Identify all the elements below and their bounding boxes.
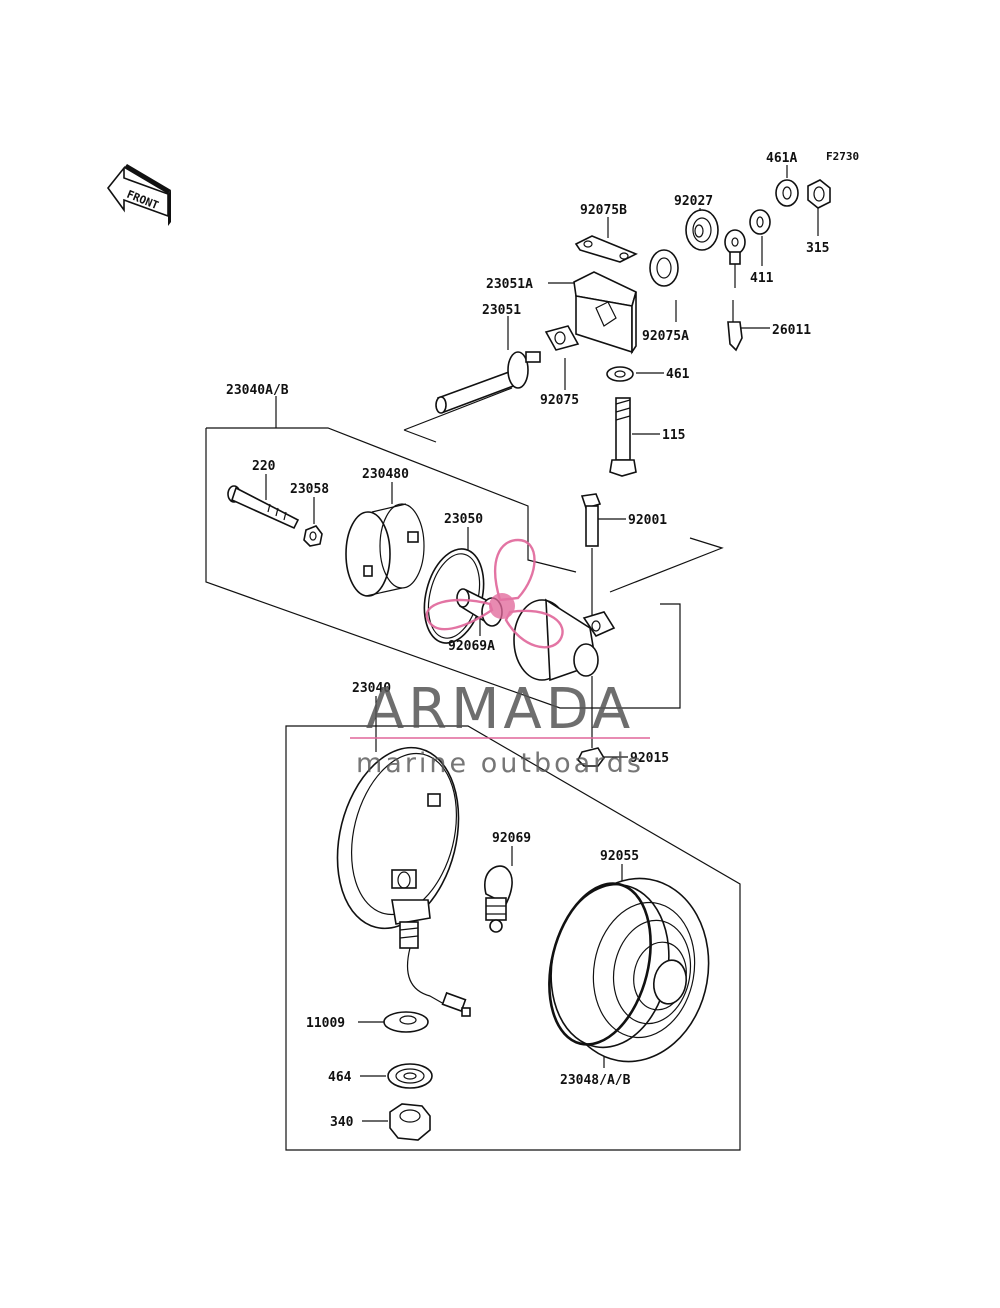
nut-92015-icon — [577, 747, 605, 767]
washer-461-icon — [606, 366, 634, 382]
label-92075A: 92075A — [642, 329, 689, 344]
light-housing-icon — [513, 598, 616, 682]
assembly-outline-lower — [285, 725, 741, 1151]
label-11009: 11009 — [306, 1016, 345, 1031]
label-315: 315 — [806, 241, 829, 256]
rim-230480-icon — [345, 503, 425, 597]
shaft-23051-icon — [435, 351, 541, 414]
watermark-logo-icon — [425, 538, 564, 649]
label-92001: 92001 — [628, 513, 667, 528]
label-23050: 23050 — [444, 512, 483, 527]
label-340: 340 — [330, 1115, 354, 1130]
lamp-body-23040-icon — [336, 746, 471, 1017]
label-411: 411 — [750, 271, 774, 286]
label-220: 220 — [252, 459, 276, 474]
bracket-23051A-icon — [573, 271, 637, 355]
nut-340-icon — [389, 1103, 431, 1141]
diagram-code: F2730 — [826, 150, 859, 163]
washer-11009-icon — [383, 1011, 429, 1033]
grommet-92075A-icon — [649, 249, 679, 287]
label-92069A: 92069A — [448, 639, 495, 654]
leader-lines — [265, 165, 819, 1122]
label-230480: 230480 — [362, 467, 409, 482]
o-ring-23050-icon — [423, 548, 485, 644]
label-92075: 92075 — [540, 393, 579, 408]
label-92055: 92055 — [600, 849, 639, 864]
washer-92075-icon — [544, 325, 580, 351]
label-92069: 92069 — [492, 831, 531, 846]
nut-23058-icon — [303, 525, 323, 547]
label-23040AB: 23040A/B — [226, 383, 289, 398]
lock-washer-464-icon — [387, 1063, 433, 1089]
washer-411-icon — [749, 209, 771, 235]
label-92075B: 92075B — [580, 203, 627, 218]
label-461A: 461A — [766, 151, 797, 166]
lens-23048-icon — [550, 877, 710, 1063]
label-92015: 92015 — [630, 751, 669, 766]
nut-315-icon — [807, 179, 831, 209]
bolt-220-icon — [227, 485, 300, 530]
washer-461A-icon — [775, 179, 799, 207]
front-arrow-icon: FRONT — [106, 164, 171, 226]
bulb-92069-icon — [484, 865, 513, 933]
label-23051A: 23051A — [486, 277, 533, 292]
label-461: 461 — [666, 367, 690, 382]
plate-92075B-icon — [574, 235, 638, 263]
watermark-tagline: marine outboards — [356, 748, 644, 779]
bolt-115-icon — [609, 397, 637, 477]
label-23040: 23040 — [352, 681, 391, 696]
watermark-brand: ARMADA — [366, 677, 634, 742]
label-23051: 23051 — [482, 303, 521, 318]
label-23048AB: 23048/A/B — [560, 1073, 631, 1088]
label-464: 464 — [328, 1070, 352, 1085]
gasket-92055-icon — [548, 882, 652, 1046]
assembly-outline-upper — [205, 428, 681, 709]
label-115: 115 — [662, 428, 685, 443]
bolt-92001-icon — [580, 493, 602, 547]
label-26011: 26011 — [772, 323, 811, 338]
grommet-92027-icon — [685, 209, 719, 251]
label-23058: 23058 — [290, 482, 329, 497]
terminal-26011-icon — [724, 229, 746, 352]
label-92027: 92027 — [674, 194, 713, 209]
